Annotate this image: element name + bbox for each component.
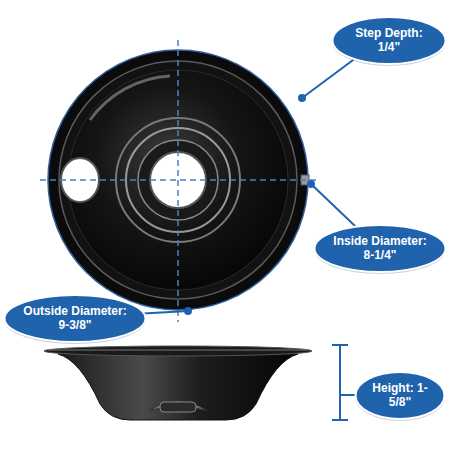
- center-line: [177, 40, 179, 322]
- bracket-tick: [332, 344, 348, 346]
- ellipse-fill: [333, 17, 446, 64]
- callout-ellipse: Step Depth: 1/4": [331, 15, 447, 66]
- callout-text: Inside Diameter: 8-1/4": [330, 234, 430, 263]
- ellipse-fill: [5, 295, 146, 342]
- callout-text: Outside Diameter: 9-3/8": [20, 304, 130, 333]
- leader-lines: [62, 40, 380, 395]
- ellipse-shadow: [314, 226, 446, 274]
- callout-ellipse: Inside Diameter: 8-1/4": [313, 223, 447, 274]
- slot: [160, 402, 196, 412]
- leader-dot: [185, 308, 191, 314]
- center-line: [40, 179, 318, 181]
- rim-side: [44, 346, 312, 356]
- leader-dot: [299, 95, 305, 101]
- ellipse-fill: [356, 372, 445, 419]
- highlight: [90, 76, 170, 120]
- top-view: [40, 40, 318, 322]
- ellipse-shadow: [355, 373, 445, 421]
- callout-ellipse: Height: 1-5/8": [354, 370, 446, 421]
- ellipse-shadow: [332, 18, 446, 66]
- rim-highlight: [48, 350, 308, 351]
- bracket-line: [339, 345, 341, 420]
- height-bracket: [332, 345, 348, 420]
- bowl-side: [58, 354, 298, 420]
- ellipse-fill: [315, 225, 446, 272]
- leader-dot: [308, 181, 314, 187]
- side-view: [44, 346, 312, 420]
- ellipse-shadow: [4, 296, 146, 344]
- callout-text: Step Depth: 1/4": [348, 26, 430, 55]
- bracket-tick: [332, 419, 348, 421]
- callout-ellipse: Outside Diameter: 9-3/8": [3, 293, 147, 344]
- callout-text: Height: 1-5/8": [371, 381, 429, 410]
